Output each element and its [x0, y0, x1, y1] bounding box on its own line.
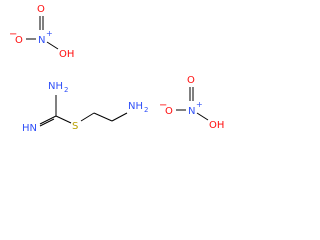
- bond-c-nh-double-1: [39, 115, 57, 125]
- atom-n-2: N: [188, 106, 195, 117]
- atom-hn-imine: HN: [22, 123, 37, 134]
- svg-text:NH: NH: [48, 81, 63, 92]
- structure-diagram: O O − N + OH NH 2 HN S NH 2: [9, 4, 224, 134]
- charge-n-2: +: [196, 100, 203, 109]
- atom-o-minus-1: O: [15, 35, 23, 46]
- svg-text:2: 2: [64, 86, 68, 94]
- charge-o-minus-2: −: [159, 100, 167, 111]
- nitric-acid-right: O O − N + OH: [159, 75, 224, 131]
- bond-c-s: [55, 115, 72, 124]
- atom-o-top-1: O: [37, 4, 45, 15]
- svg-text:NH: NH: [128, 101, 143, 112]
- aminoethyl-isothiourea: NH 2 HN S NH 2: [22, 81, 148, 134]
- atom-n-1: N: [38, 35, 45, 46]
- atom-oh-1: OH: [59, 49, 74, 60]
- svg-text:2: 2: [144, 106, 148, 114]
- bond-s-ch2: [80, 112, 95, 122]
- bond-n-oh-right: [46, 41, 59, 50]
- atom-o-top-2: O: [187, 75, 195, 86]
- atom-oh-2: OH: [209, 120, 224, 131]
- charge-n-1: +: [46, 29, 53, 38]
- atom-o-minus-2: O: [165, 106, 173, 117]
- bond-ch2-nh2: [111, 112, 128, 122]
- charge-o-minus-1: −: [9, 29, 17, 40]
- atom-nh2-end: NH 2: [128, 101, 148, 114]
- atom-nh2-top: NH 2: [48, 81, 68, 94]
- bond-ch2-ch2: [93, 112, 113, 122]
- bond-c-nh-double-2: [39, 118, 55, 127]
- nitric-acid-top: O O − N + OH: [9, 4, 74, 60]
- bond-n-oh-right-2: [196, 112, 209, 121]
- atom-s: S: [72, 121, 78, 132]
